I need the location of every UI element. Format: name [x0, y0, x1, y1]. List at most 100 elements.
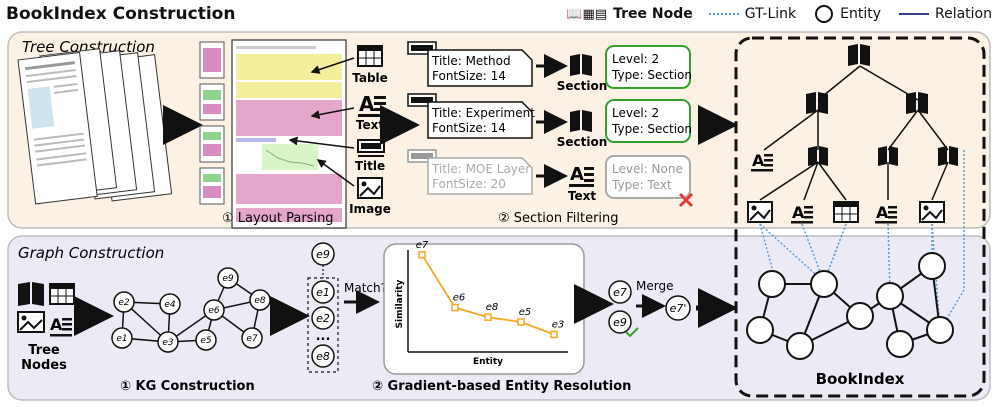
section-book-icon-1 [570, 54, 592, 76]
candidate-list-box [307, 277, 339, 373]
svg-text:Level: 2: Level: 2 [612, 106, 659, 120]
tree-sub-book-icon-2 [878, 146, 898, 166]
svg-text:e2: e2 [118, 298, 130, 308]
chart-point-label-e3: e3 [552, 319, 565, 330]
tree-node-experiment-icon [906, 92, 928, 114]
tree-nodes-label-1: Tree [28, 343, 60, 358]
svg-text:e8: e8 [254, 296, 266, 306]
label-table: Table [352, 71, 388, 85]
svg-text:e9: e9 [613, 316, 627, 329]
candidate-entities: e1 e2 ... e8 [311, 280, 335, 368]
result-label-3: Text [568, 189, 596, 203]
svg-text:e7: e7 [246, 334, 258, 344]
gt-link-legend-icon [708, 13, 739, 15]
legend-entity: Entity [840, 6, 881, 22]
svg-text:e8: e8 [316, 350, 330, 363]
svg-text:e9: e9 [222, 274, 234, 284]
chart-point-e3 [550, 330, 558, 339]
bookindex-graph [746, 252, 954, 360]
svg-text:Type: Section: Type: Section [611, 68, 692, 82]
legend-tree-node: Tree Node [613, 6, 693, 22]
kg-nodes [111, 267, 271, 353]
attr-box-1: Level: 2 Type: Section [605, 45, 692, 89]
svg-text:A: A [570, 164, 584, 185]
book-tree [759, 65, 949, 201]
svg-text:e3: e3 [162, 338, 174, 348]
svg-text:FontSize: 20: FontSize: 20 [432, 177, 506, 191]
merge-inputs: e7 e9 [608, 280, 639, 338]
label-title: Title [355, 159, 385, 173]
svg-text:e7': e7' [670, 302, 687, 315]
tree-leaf-image-icon-2 [919, 201, 945, 223]
entity-legend-icon [815, 5, 834, 23]
relation-legend-icon [899, 13, 929, 15]
chart-y-label: Similarity [395, 279, 405, 328]
svg-text:FontSize: 14: FontSize: 14 [432, 69, 506, 83]
svg-text:Title: Experiment: Title: Experiment [431, 106, 535, 120]
svg-text:Type: Text: Type: Text [611, 178, 672, 192]
step-kg-construction: ① KG Construction [120, 379, 255, 394]
svg-text:e7: e7 [613, 286, 627, 299]
svg-text:Level: None: Level: None [612, 162, 683, 176]
tree-sub-book-icon-3 [938, 146, 958, 166]
chart-point-label-e6: e6 [453, 293, 466, 304]
tree-leaf-image-icon-1 [747, 201, 773, 223]
svg-text:A: A [752, 151, 765, 170]
chart-point-e5 [517, 318, 525, 326]
merge-label: Merge [636, 279, 673, 293]
tree-root-icon [848, 44, 870, 66]
check-icon [625, 327, 639, 338]
document-pages-stack [17, 48, 173, 205]
tree-node-method-icon [806, 92, 828, 114]
svg-text:e1: e1 [316, 286, 330, 299]
tree-text-icon-1: A [751, 151, 773, 172]
result-label-1: Section [557, 79, 608, 93]
svg-text:FontSize: 14: FontSize: 14 [432, 121, 506, 135]
chart-point-label-e5: e5 [519, 307, 532, 318]
svg-text:e9: e9 [316, 248, 330, 261]
graph-panel-title: Graph Construction [18, 244, 164, 262]
chart-point-label-e8: e8 [486, 302, 499, 313]
title-icon [357, 139, 385, 157]
attr-box-2: Level: 2 Type: Section [605, 99, 692, 143]
svg-text:A: A [876, 203, 889, 222]
tree-sub-book-icon-1 [808, 146, 828, 166]
page-thumbnails [199, 41, 225, 205]
step-entity-resolution: ② Gradient-based Entity Resolution [372, 379, 631, 394]
section-book-icon-2 [570, 110, 592, 132]
chart-point-e8 [484, 313, 492, 321]
table-icon [357, 45, 383, 67]
svg-text:e6: e6 [208, 306, 220, 316]
candidate-card-1: Title: Method FontSize: 14 [407, 41, 533, 87]
svg-text:Title: Method: Title: Method [431, 54, 511, 68]
chart-point-e6 [451, 303, 459, 312]
svg-text:A: A [50, 315, 63, 334]
match-label: Match? [344, 281, 387, 295]
merged-entity: e7' [665, 295, 691, 321]
bookindex-label: BookIndex [816, 370, 905, 388]
svg-text:e5: e5 [200, 336, 212, 346]
layout-pointer-arrows [288, 57, 355, 187]
tree-nodes-icons: A [17, 282, 75, 337]
tree-leaf-text-icon-2: A [875, 203, 897, 224]
attr-box-3: Level: None Type: Text [605, 155, 691, 199]
svg-text:Title: MOE Layer: Title: MOE Layer [431, 162, 530, 176]
parsed-page [231, 39, 347, 229]
svg-text:A: A [792, 203, 805, 222]
kg-node-labels: e2 e4 e1 e3 e5 e9 e6 e8 e7 [116, 274, 266, 348]
candidate-card-2: Title: Experiment FontSize: 14 [407, 93, 535, 139]
tree-nodes-label-2: Nodes [21, 358, 67, 373]
svg-text:e1: e1 [116, 334, 127, 344]
candidate-card-3: Title: MOE Layer FontSize: 20 [407, 149, 533, 195]
svg-text:e4: e4 [164, 300, 176, 310]
step-layout-parsing: ① Layout Parsing [222, 211, 334, 226]
legend-gt-link: GT-Link [744, 6, 797, 22]
text-result-icon: A [569, 164, 594, 187]
step-section-filtering: ② Section Filtering [498, 211, 619, 226]
image-icon [357, 177, 383, 199]
tree-panel-title: Tree Construction [22, 38, 155, 56]
reject-cross-icon [678, 192, 694, 208]
chart-x-label: Entity [473, 357, 503, 367]
